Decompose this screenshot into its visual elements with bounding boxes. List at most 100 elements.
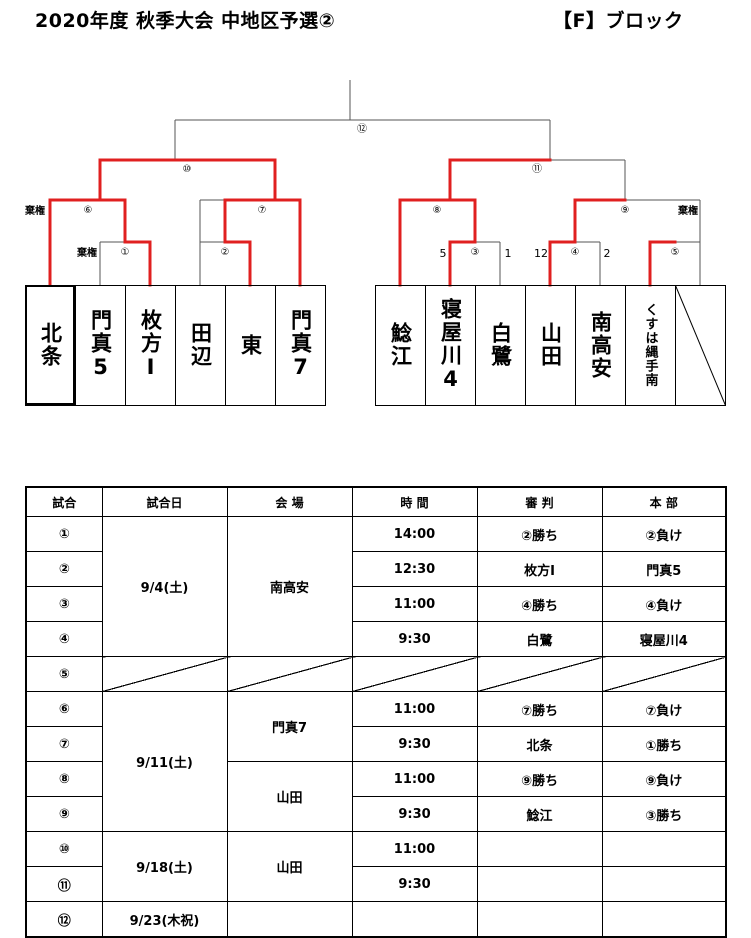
time-cell: 11:00: [351, 586, 478, 622]
hq-cell: ④負け: [601, 586, 727, 622]
table-header-row: 試合 試合日 会 場 時 間 審 判 本 部: [25, 486, 727, 517]
score: 2: [603, 247, 611, 260]
match-number-9: ⑨: [619, 205, 631, 216]
score: 1: [504, 247, 512, 260]
team-shirasagi: 白鷺: [488, 322, 513, 368]
match-cell: ③: [25, 586, 103, 622]
referee-cell: ④勝ち: [476, 586, 603, 622]
hq-cell: ②負け: [601, 516, 727, 552]
empty-slashed-cell: [101, 656, 228, 692]
hq-cell: [601, 831, 727, 867]
match-number-5: ⑤: [669, 247, 681, 258]
column-header: 審 判: [476, 486, 603, 517]
empty-slashed-cell: [226, 656, 353, 692]
venue-cell: 南高安: [226, 516, 353, 657]
match-number-8: ⑧: [431, 205, 443, 216]
referee-cell: 北条: [476, 726, 603, 762]
match-number-6: ⑥: [82, 205, 94, 216]
referee-cell: ⑨勝ち: [476, 761, 603, 797]
referee-cell: [476, 866, 603, 902]
hq-cell: 寝屋川4: [601, 621, 727, 657]
match-number-10: ⑩: [181, 164, 193, 175]
date-cell: 9/11(土): [101, 691, 228, 832]
score: 5: [439, 247, 447, 260]
hq-cell: [601, 901, 727, 938]
venue-cell: 山田: [226, 761, 353, 832]
hq-cell: 門真5: [601, 551, 727, 587]
empty-slashed-cell: [476, 656, 603, 692]
date-cell: 9/4(土): [101, 516, 228, 657]
hq-cell: ⑨負け: [601, 761, 727, 797]
match-cell: ⑨: [25, 796, 103, 832]
match-number-2: ②: [219, 247, 231, 258]
forfeit-label: 棄権: [678, 206, 698, 217]
hq-cell: ③勝ち: [601, 796, 727, 832]
table-row: ⑫ 9/23(木祝): [25, 901, 727, 938]
match-cell: ⑫: [25, 901, 103, 938]
referee-cell: 枚方Ⅰ: [476, 551, 603, 587]
match-number-4: ④: [569, 247, 581, 258]
team-tanabe: 田辺: [188, 322, 213, 368]
table-row: ⑤: [25, 656, 727, 692]
referee-cell: 鯰江: [476, 796, 603, 832]
column-header: 本 部: [601, 486, 727, 517]
table-row: ③ 11:00 ④勝ち ④負け: [25, 586, 727, 622]
hq-cell: [601, 866, 727, 902]
table-row: ⑥ 9/11(土) 門真7 11:00 ⑦勝ち ⑦負け: [25, 691, 727, 832]
venue-cell: 山田: [226, 831, 353, 902]
match-cell: ⑩: [25, 831, 103, 867]
table-row: ② 12:30 枚方Ⅰ 門真5: [25, 551, 727, 587]
table-row: ⑪ 9:30: [25, 866, 727, 902]
team-kadoma7: 門真7: [288, 309, 313, 381]
table-row: ⑩ 9/18(土) 山田 11:00: [25, 831, 727, 902]
forfeit-label: 棄権: [77, 248, 97, 259]
table-row: ④ 9:30 白鷺 寝屋川4: [25, 621, 727, 657]
match-cell: ⑧: [25, 761, 103, 797]
match-cell: ⑤: [25, 656, 103, 692]
venue-cell: [226, 901, 353, 938]
tournament-bracket: [25, 80, 726, 406]
match-cell: ④: [25, 621, 103, 657]
time-cell: [351, 901, 478, 938]
time-cell: 14:00: [351, 516, 478, 552]
match-cell: ②: [25, 551, 103, 587]
team-hojo: 北条: [25, 285, 75, 405]
team-yamada: 山田: [538, 322, 563, 368]
column-header: 試合: [25, 486, 103, 517]
empty-slashed-cell: [351, 656, 478, 692]
column-header: 時 間: [351, 486, 478, 517]
column-header: 試合日: [101, 486, 228, 517]
time-cell: 12:30: [351, 551, 478, 587]
team-neyagawa4: 寝屋川4: [438, 297, 463, 393]
table-row: ① 9/4(土) 南高安 14:00 ②勝ち ②負け: [25, 516, 727, 657]
page-title: 2020年度 秋季大会 中地区予選②: [35, 10, 336, 32]
match-number-11: ⑪: [531, 164, 543, 175]
time-cell: 9:30: [351, 726, 478, 762]
team-higashi: 東: [238, 333, 263, 357]
hq-cell: ⑦負け: [601, 691, 727, 727]
team-namazue: 鯰江: [388, 322, 413, 368]
match-number-7: ⑦: [256, 205, 268, 216]
time-cell: 9:30: [351, 621, 478, 657]
match-cell: ⑦: [25, 726, 103, 762]
table-row: ⑧ 山田 11:00 ⑨勝ち ⑨負け: [25, 761, 727, 832]
time-cell: 11:00: [351, 761, 478, 797]
referee-cell: 白鷺: [476, 621, 603, 657]
match-cell: ⑪: [25, 866, 103, 902]
team-minamitakayasu: 南高安: [588, 310, 613, 380]
column-header: 会 場: [226, 486, 353, 517]
time-cell: 11:00: [351, 691, 478, 727]
hq-cell: ①勝ち: [601, 726, 727, 762]
match-cell: ①: [25, 516, 103, 552]
empty-slashed-cell: [601, 656, 727, 692]
team-kadoma5: 門真5: [88, 309, 113, 381]
referee-cell: [476, 901, 603, 938]
team-hirakata1: 枚方Ⅰ: [138, 309, 163, 381]
match-number-12: ⑫: [356, 124, 368, 135]
match-number-1: ①: [119, 247, 131, 258]
venue-cell: 門真7: [226, 691, 353, 762]
date-cell: 9/18(土): [101, 831, 228, 902]
block-title: 【F】ブロック: [553, 10, 684, 32]
schedule-table: 試合 試合日 会 場 時 間 審 判 本 部 ① 9/4(土) 南高安 14:0…: [25, 486, 727, 938]
referee-cell: ②勝ち: [476, 516, 603, 552]
